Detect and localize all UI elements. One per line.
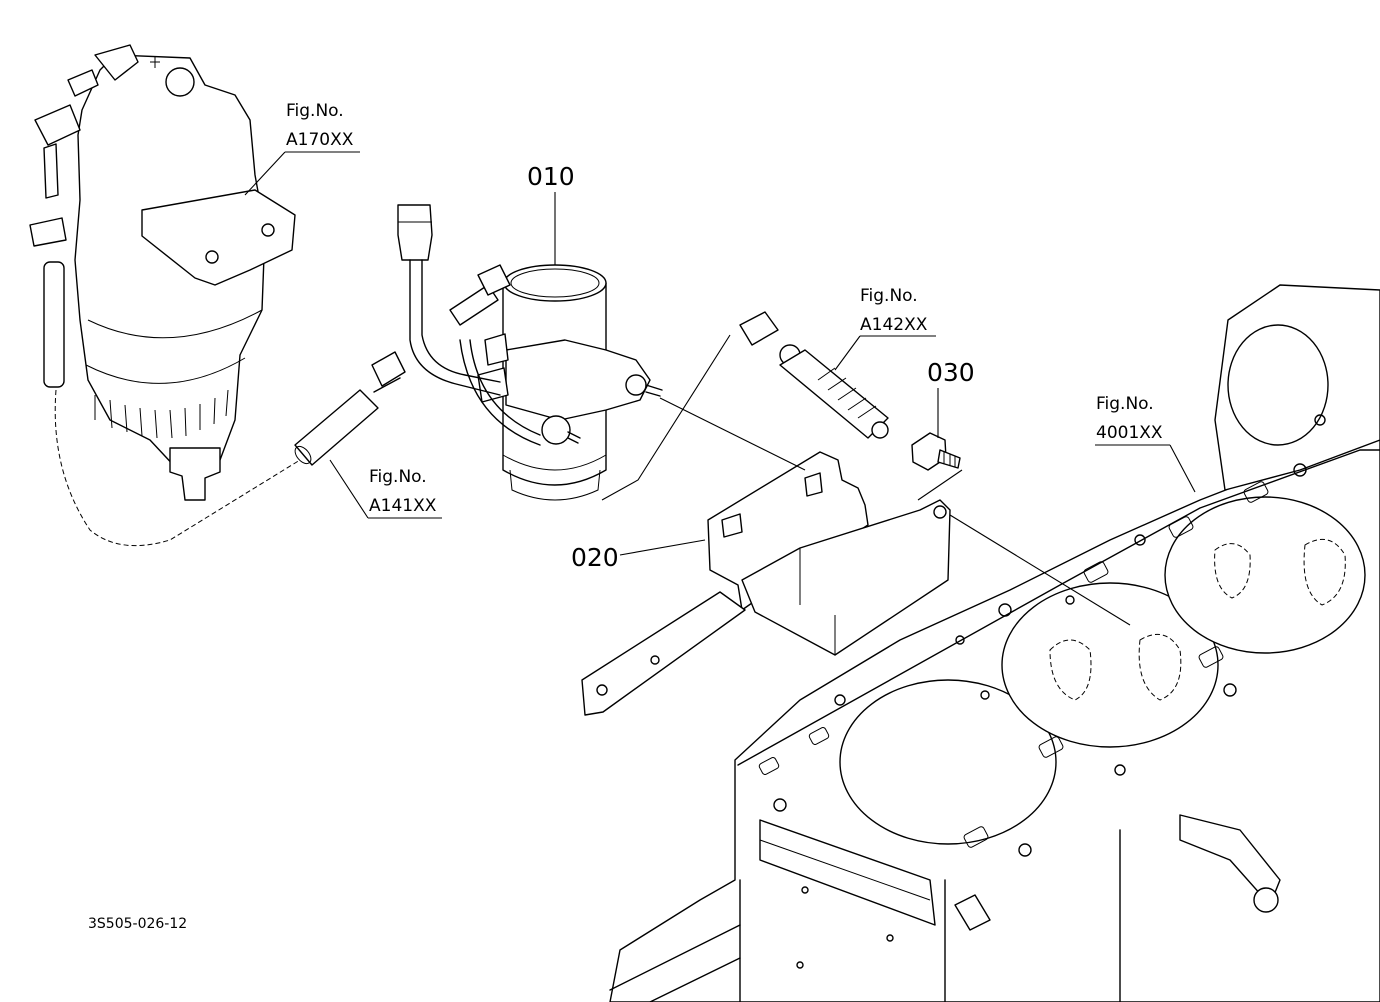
- return-hose-ref-prefix: Fig.No.: [860, 286, 918, 306]
- fuel-hose-ref-prefix: Fig.No.: [369, 467, 427, 487]
- part-020-label: 020: [571, 543, 619, 572]
- fuel-filter-drawing: [29, 44, 301, 547]
- drawing-code: 3S505-026-12: [88, 916, 187, 932]
- return-hose-ref-number: A142XX: [860, 315, 928, 335]
- bracket-drawing: [581, 451, 951, 716]
- engine-block-ref-prefix: Fig.No.: [1096, 394, 1154, 414]
- fuel-filter-ref-number: A170XX: [286, 130, 354, 150]
- engine-block-ref-number: 4001XX: [1096, 423, 1163, 443]
- part-030-label: 030: [927, 358, 975, 387]
- return-hose-drawing: [739, 311, 889, 439]
- bolt-drawing: [911, 432, 961, 471]
- leader-lines: [244, 151, 1196, 626]
- part-010-label: 010: [527, 162, 575, 191]
- engine-block-drawing: [609, 284, 1380, 1002]
- fuel-hose-ref-number: A141XX: [369, 496, 437, 516]
- fuel-pump-drawing: [397, 204, 663, 501]
- fuel-hose-drawing: [294, 351, 406, 466]
- fuel-filter-ref-prefix: Fig.No.: [286, 101, 344, 121]
